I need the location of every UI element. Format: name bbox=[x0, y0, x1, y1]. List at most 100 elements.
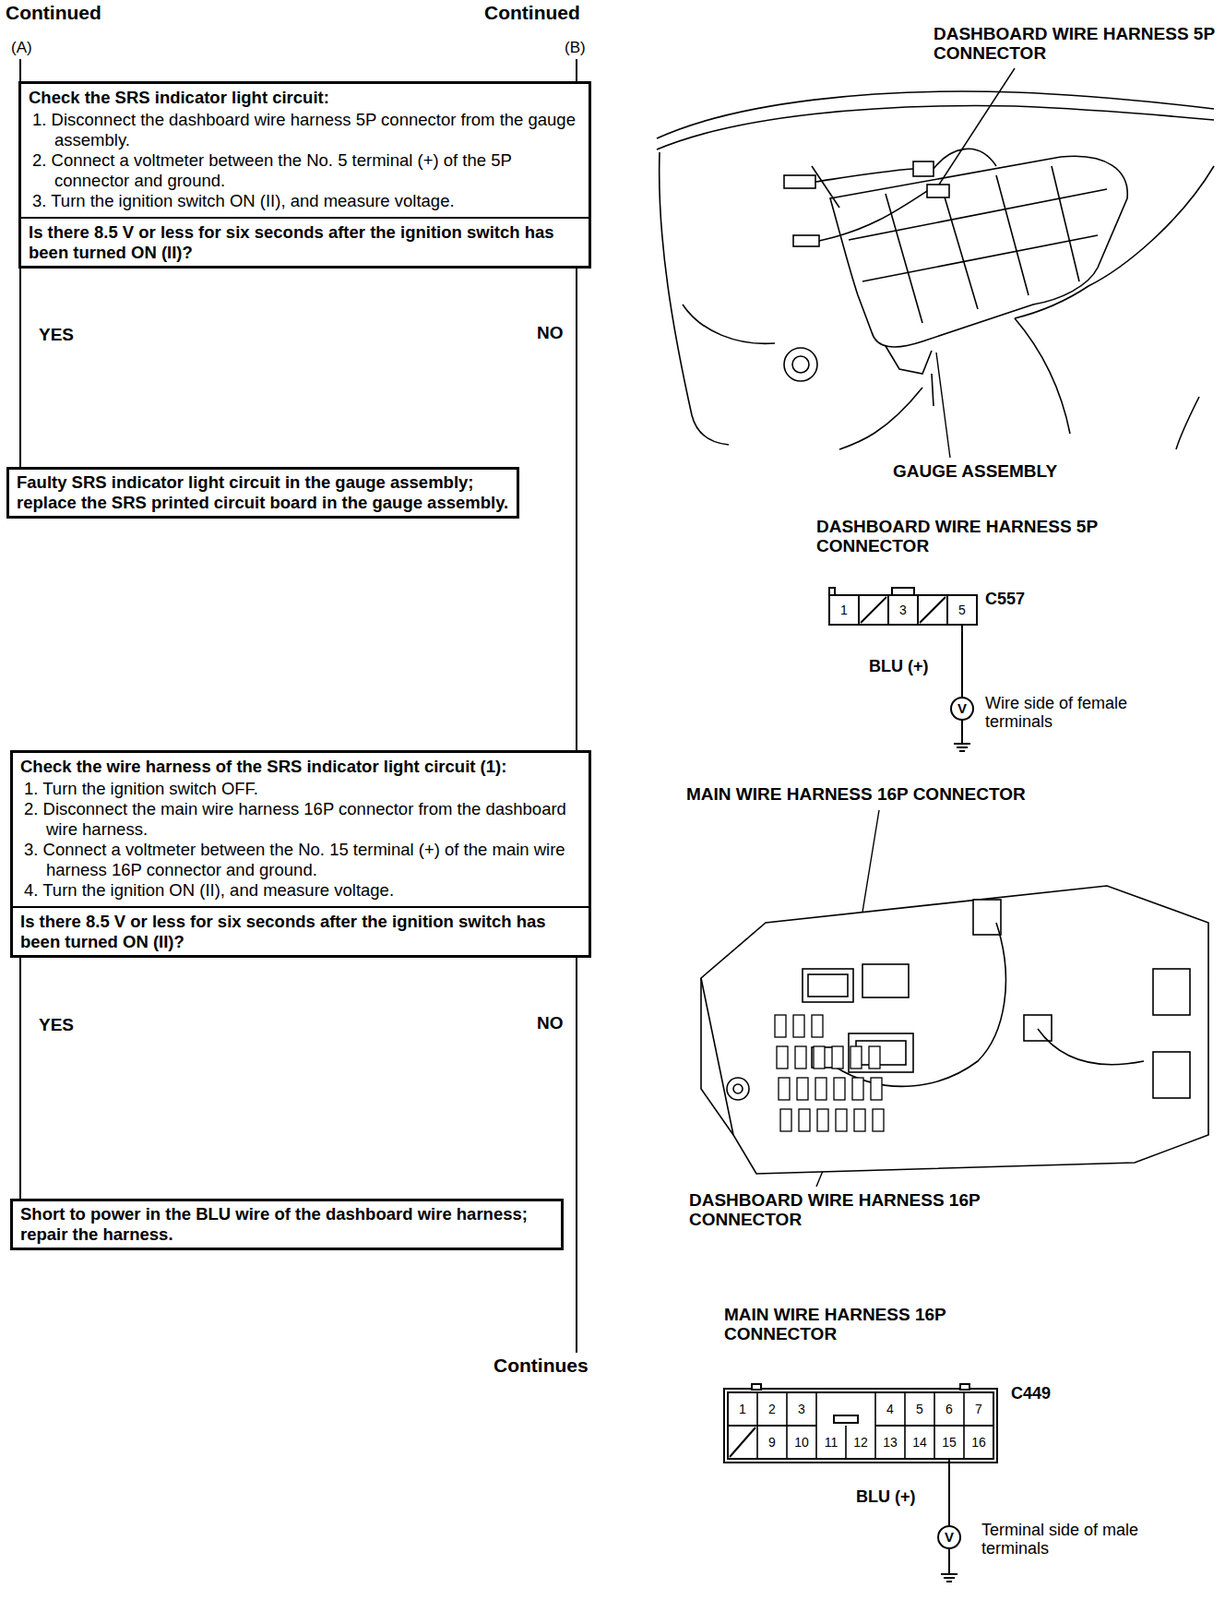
fuse bbox=[793, 1014, 805, 1037]
connector-5p bbox=[829, 587, 977, 751]
continued-label: Continued bbox=[5, 1, 135, 24]
box-text: 1. Disconnect the dashboard wire harness… bbox=[21, 109, 589, 151]
cell-divider bbox=[933, 1391, 936, 1426]
box-text: 1. Turn the ignition switch OFF. bbox=[12, 778, 589, 799]
cell-divider bbox=[815, 1391, 818, 1426]
continues-label: Continues bbox=[493, 1354, 623, 1377]
pin-number: 1 bbox=[727, 1391, 758, 1426]
pin-number: 11 bbox=[816, 1425, 846, 1459]
part-label: DASHBOARD WIRE HARNESS 5P CONNECTOR bbox=[933, 23, 1220, 64]
cell-divider bbox=[785, 1391, 788, 1426]
fuse bbox=[811, 1014, 823, 1037]
fuse bbox=[870, 1077, 882, 1100]
box-text: Short to power in the BLU wire of the da… bbox=[12, 1201, 561, 1248]
box-heading: Check the SRS indicator light circuit: bbox=[21, 83, 589, 110]
part-label: GAUGE ASSEMBLY bbox=[892, 461, 1115, 481]
part-label: MAIN WIRE HARNESS 16P CONNECTOR bbox=[686, 784, 1074, 804]
fuse bbox=[778, 1077, 790, 1100]
fuse bbox=[774, 1014, 786, 1037]
part-label: MAIN WIRE HARNESS 16P CONNECTOR bbox=[724, 1304, 1001, 1344]
connector-16p-cells bbox=[757, 1391, 964, 1459]
pin-number: 13 bbox=[875, 1425, 905, 1459]
pin-number: 2 bbox=[757, 1391, 787, 1426]
flow-tag: (B) bbox=[564, 38, 611, 57]
fuse-grid bbox=[774, 1014, 884, 1131]
pin-number: 4 bbox=[875, 1391, 905, 1426]
pin-number: 6 bbox=[934, 1391, 964, 1426]
cell-divider bbox=[785, 1425, 788, 1459]
flow-connector bbox=[576, 268, 578, 750]
cell-divider bbox=[903, 1391, 906, 1426]
part-label: DASHBOARD WIRE HARNESS 5P CONNECTOR bbox=[816, 516, 1112, 557]
branch-label: YES bbox=[38, 1014, 74, 1035]
voltmeter-16p bbox=[938, 1458, 961, 1582]
cell-divider bbox=[756, 1391, 759, 1426]
box-text: 2. Disconnect the main wire harness 16P … bbox=[12, 798, 589, 840]
flow-connector bbox=[20, 268, 22, 467]
branch-label: NO bbox=[536, 1012, 583, 1033]
pin-number: 3 bbox=[786, 1391, 817, 1426]
fuse bbox=[795, 1046, 807, 1069]
fuse bbox=[850, 1046, 862, 1069]
question-text: Is there 8.5 V or less for six seconds a… bbox=[21, 216, 589, 266]
pin-number: 3 bbox=[888, 594, 918, 625]
fuse bbox=[868, 1046, 881, 1069]
pin-number: 7 bbox=[963, 1391, 994, 1426]
fuse bbox=[854, 1108, 866, 1131]
result-box: Faulty SRS indicator light circuit in th… bbox=[6, 466, 520, 519]
fuse bbox=[833, 1077, 845, 1100]
branch-label: NO bbox=[536, 322, 564, 343]
pin-number: 10 bbox=[786, 1425, 817, 1459]
wire-color: BLU (+) bbox=[856, 1486, 940, 1506]
cell-divider bbox=[933, 1425, 936, 1459]
box-text: 2. Connect a voltmeter between the No. 5… bbox=[21, 150, 589, 191]
wire-color: BLU (+) bbox=[868, 656, 952, 676]
fuse bbox=[835, 1108, 847, 1131]
box-text: 3. Connect a voltmeter between the No. 1… bbox=[12, 839, 589, 881]
fuse bbox=[776, 1046, 788, 1069]
result-box: Short to power in the BLU wire of the da… bbox=[10, 1198, 564, 1250]
connector-16p bbox=[724, 1383, 998, 1463]
pin-number: 14 bbox=[904, 1425, 935, 1459]
note: Wire side of female terminals bbox=[985, 693, 1198, 731]
cell-divider bbox=[963, 1391, 965, 1426]
pin-number: 15 bbox=[934, 1425, 964, 1459]
note: Terminal side of male terminals bbox=[981, 1520, 1194, 1558]
fuse bbox=[813, 1046, 825, 1069]
cell-divider bbox=[874, 1425, 877, 1459]
pin-number: 1 bbox=[829, 594, 859, 625]
cell-divider bbox=[963, 1425, 965, 1459]
fuse bbox=[872, 1108, 884, 1131]
connector-id: C557 bbox=[985, 589, 1059, 608]
fuse bbox=[796, 1077, 809, 1100]
pin-number: 5 bbox=[904, 1391, 935, 1426]
fuse bbox=[798, 1108, 810, 1131]
fuse bbox=[832, 1046, 844, 1069]
box-text: Faulty SRS indicator light circuit in th… bbox=[9, 469, 517, 516]
flow-tag: (A) bbox=[11, 38, 58, 57]
gauge-illustration bbox=[656, 91, 1214, 450]
connector-id: C449 bbox=[1010, 1383, 1085, 1403]
voltmeter-symbol: V bbox=[938, 1528, 961, 1546]
part-label: DASHBOARD WIRE HARNESS 16P CONNECTOR bbox=[689, 1189, 1003, 1230]
pin-number: 5 bbox=[947, 594, 977, 625]
check-box: Check the wire harness of the SRS indica… bbox=[10, 749, 592, 958]
cell-divider bbox=[903, 1425, 906, 1459]
check-box: Check the SRS indicator light circuit:1.… bbox=[18, 81, 592, 269]
cell-divider bbox=[756, 1425, 759, 1459]
continued-label: Continued bbox=[484, 1, 614, 24]
flow-connector bbox=[20, 957, 22, 1199]
cell-divider bbox=[844, 1425, 847, 1459]
cell-divider bbox=[874, 1391, 877, 1426]
fusebox-illustration bbox=[701, 885, 1209, 1174]
box-heading: Check the wire harness of the SRS indica… bbox=[12, 752, 589, 779]
pin-number: 9 bbox=[757, 1425, 787, 1459]
box-text: 4. Turn the ignition ON (II), and measur… bbox=[12, 880, 589, 901]
fuse bbox=[780, 1108, 792, 1131]
branch-label: YES bbox=[38, 324, 74, 345]
fuse bbox=[852, 1077, 864, 1100]
fuse bbox=[815, 1077, 827, 1100]
voltmeter-symbol: V bbox=[951, 700, 974, 717]
cell-divider bbox=[815, 1425, 818, 1459]
fuse bbox=[817, 1108, 829, 1131]
